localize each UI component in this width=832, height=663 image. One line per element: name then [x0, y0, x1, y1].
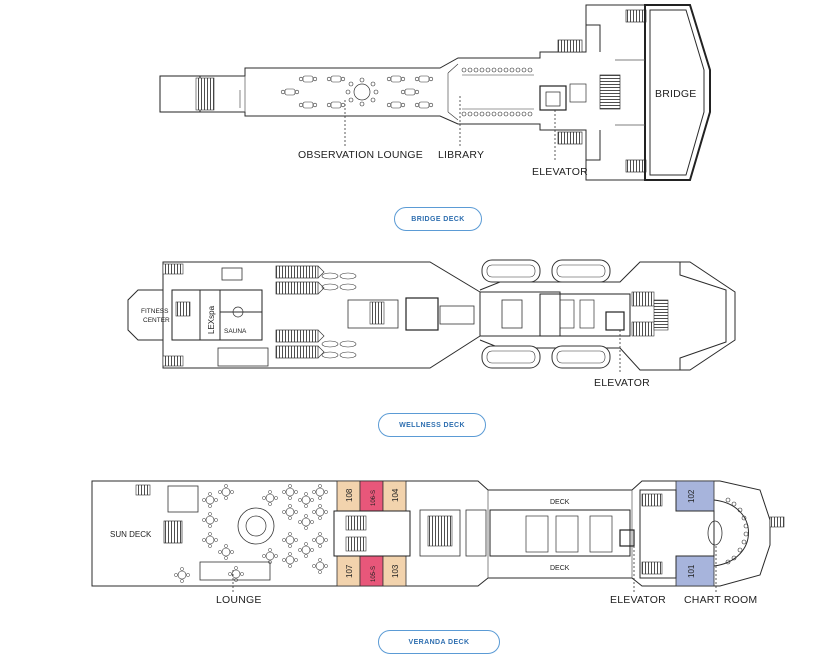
label-fitness-center-1: FITNESS — [141, 308, 169, 315]
label-veranda-elevator: ELEVATOR — [610, 594, 666, 606]
cabin-number-102: 102 — [687, 489, 696, 503]
spa-block — [171, 289, 263, 341]
bridge-deck-plan: OBSERVATION LOUNGE LIBRARY ELEVATOR BRID… — [159, 4, 711, 181]
cabin-number-103: 103 — [391, 564, 400, 578]
cabin-number-104: 104 — [391, 488, 400, 502]
aft-stairs — [195, 77, 215, 111]
label-sun-deck: SUN DECK — [110, 530, 152, 539]
label-deck-bottom: DECK — [550, 565, 570, 572]
label-lounge: LOUNGE — [216, 594, 262, 606]
aft-stair-block — [159, 75, 201, 113]
label-lexspa: LEXspa — [207, 305, 216, 334]
tab-bridge-deck[interactable]: BRIDGE DECK — [394, 207, 482, 231]
label-deck-top: DECK — [550, 499, 570, 506]
library-seating — [447, 63, 534, 121]
sun-loungers — [275, 265, 357, 359]
forward-stairs — [599, 74, 621, 110]
veranda-deck-plan: SUN DECK 108 106-S 104 107 105-S — [91, 480, 785, 606]
cabin-number-108: 108 — [345, 488, 354, 502]
label-bridge: BRIDGE — [655, 88, 696, 100]
veranda-deck-hull — [91, 480, 771, 587]
lounge-seating — [174, 484, 328, 583]
cabins: 108 106-S 104 107 105-S 103 102 101 — [336, 480, 715, 587]
veranda-elevator — [619, 529, 635, 547]
cabin-102 — [675, 480, 715, 512]
cabin-number-106-s: 106-S — [371, 490, 377, 506]
cabin-number-101: 101 — [687, 564, 696, 578]
label-chart-room: CHART ROOM — [684, 594, 757, 606]
chart-room-seating — [725, 497, 749, 565]
label-fitness-center-2: CENTER — [143, 317, 170, 324]
label-observation-lounge: OBSERVATION LOUNGE — [298, 149, 423, 161]
observation-lounge-seating — [280, 75, 434, 109]
cabin-number-105-s: 105-S — [371, 566, 377, 582]
label-library: LIBRARY — [438, 149, 484, 161]
bridge-elevator — [539, 85, 567, 111]
cabin-number-107: 107 — [345, 564, 354, 578]
bridge-room — [644, 4, 711, 181]
label-bridge-elevator: ELEVATOR — [532, 166, 588, 178]
wellness-elevator — [605, 311, 625, 331]
label-sauna: SAUNA — [224, 328, 247, 335]
wellness-deck-plan: FITNESS CENTER LEXspa SAUNA — [127, 259, 736, 389]
tab-veranda-deck[interactable]: VERANDA DECK — [378, 630, 500, 654]
tab-wellness-deck[interactable]: WELLNESS DECK — [378, 413, 486, 437]
label-wellness-elevator: ELEVATOR — [594, 377, 650, 389]
